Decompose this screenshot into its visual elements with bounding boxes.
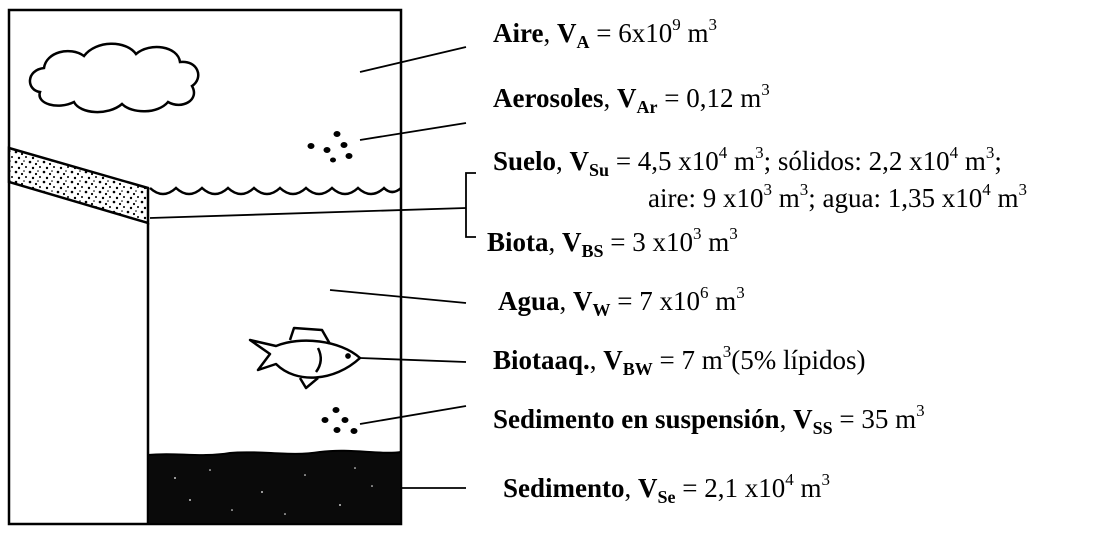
leader-aerosoles [359,122,467,141]
label-sedimento-suspension: Sedimento en suspensión, VSS = 35 m3 [493,401,925,438]
sediment-layer [147,449,402,525]
label-suelo-line2: aire: 9 x103 m3; agua: 1,35 x104 m3 [648,180,1027,213]
environment-box [7,8,403,526]
leader-biotaaq [359,357,467,363]
cloud-icon [28,42,200,114]
aerosol-dots-icon [307,131,353,163]
label-sedimento: Sedimento, VSe = 2,1 x104 m3 [503,470,830,507]
suspended-sediment-dots-icon [321,407,358,434]
fish-icon [248,326,362,390]
water-surface-waves [149,186,402,196]
leader-lines [149,46,476,489]
label-aire: Aire, VA = 6x109 m3 [493,15,717,52]
soil-slab [7,146,150,225]
sediment-speckles [174,467,373,515]
leader-sed-susp [359,405,467,425]
label-suelo-line1: Suelo, VSu = 4,5 x104 m3; sólidos: 2,2 x… [493,143,1002,180]
label-aerosoles: Aerosoles, VAr = 0,12 m3 [493,80,770,117]
label-agua: Agua, VW = 7 x106 m3 [498,283,745,320]
leader-aire [359,46,467,73]
label-biotaaq: Biotaaq., VBW = 7 m3(5% lípidos) [493,342,866,379]
leader-agua [329,289,467,304]
label-biota: Biota, VBS = 3 x103 m3 [487,224,738,261]
leader-suelo [149,207,467,219]
suelo-bracket [465,172,476,238]
